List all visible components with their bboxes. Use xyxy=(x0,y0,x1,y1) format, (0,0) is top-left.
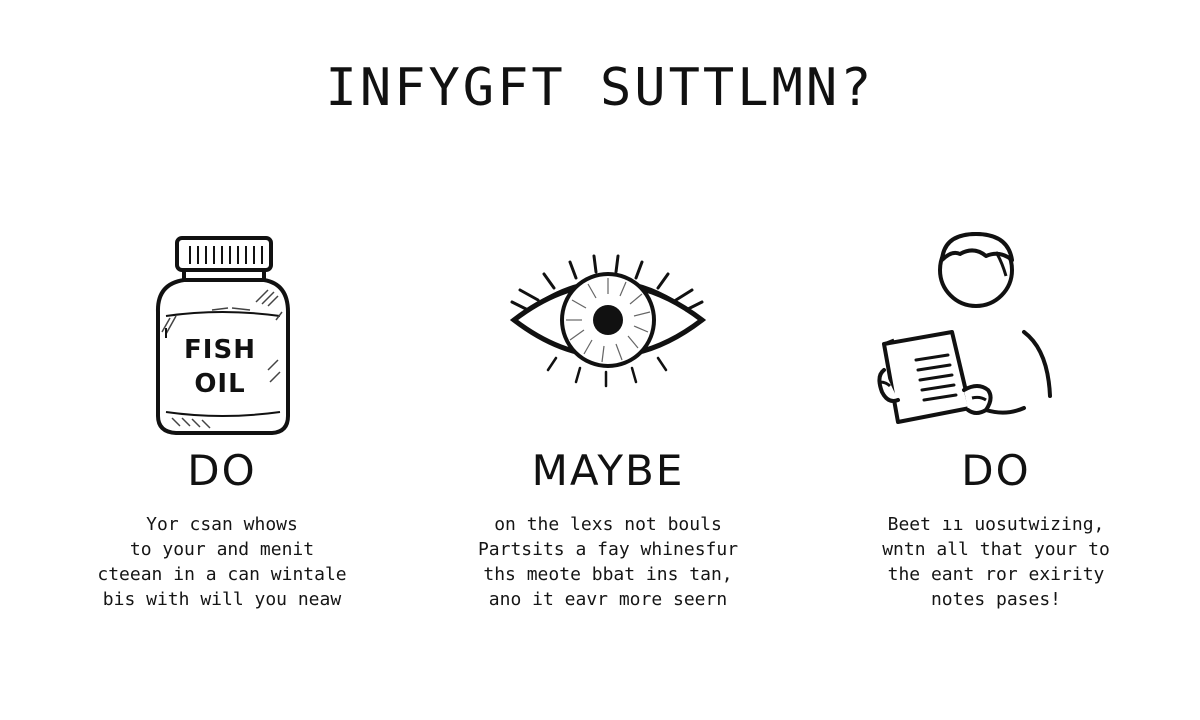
column-eye: MAYBE on the lexs not bouls Partsits a f… xyxy=(448,220,768,640)
description-line: ths meote bbat ins tan, xyxy=(483,564,733,585)
description-line: notes pases! xyxy=(930,589,1062,610)
description-text: Yor csan whows to your and menit cteean … xyxy=(72,512,372,612)
description-line: the eant ror exirity xyxy=(887,564,1105,585)
column-person-reading: DO Beet ıı uosutwizing, wntn all that yo… xyxy=(836,220,1156,640)
fish-oil-bottle-icon: FISH OIL xyxy=(62,220,382,450)
fish-oil-label-line-2: OIL xyxy=(194,369,245,399)
description-line: cteean in a can wintale xyxy=(97,564,347,585)
verdict-label: MAYBE xyxy=(531,446,685,495)
description-line: ano it eavr more seern xyxy=(488,589,728,610)
description-line: Yor csan whows xyxy=(146,514,298,535)
person-reading-icon xyxy=(836,220,1156,450)
description-line: to your and menit xyxy=(129,539,315,560)
description-line: bis with will you neaw xyxy=(102,589,342,610)
description-text: on the lexs not bouls Partsits a fay whi… xyxy=(458,512,758,612)
description-line: on the lexs not bouls xyxy=(494,514,722,535)
fish-oil-label-line-1: FISH xyxy=(184,335,256,365)
page-title: INFYGFT SUTTLMN? xyxy=(325,58,875,118)
verdict-label: DO xyxy=(187,446,257,495)
verdict-label: DO xyxy=(961,446,1031,495)
description-line: Partsits a fay whinesfur xyxy=(477,539,739,560)
column-fish-oil: FISH OIL DO Yor csan whows to your and m… xyxy=(62,220,382,640)
description-line: Beet ıı uosutwizing, xyxy=(887,514,1105,535)
description-line: wntn all that your to xyxy=(882,539,1110,560)
eye-icon xyxy=(448,220,768,450)
description-text: Beet ıı uosutwizing, wntn all that your … xyxy=(846,512,1146,612)
